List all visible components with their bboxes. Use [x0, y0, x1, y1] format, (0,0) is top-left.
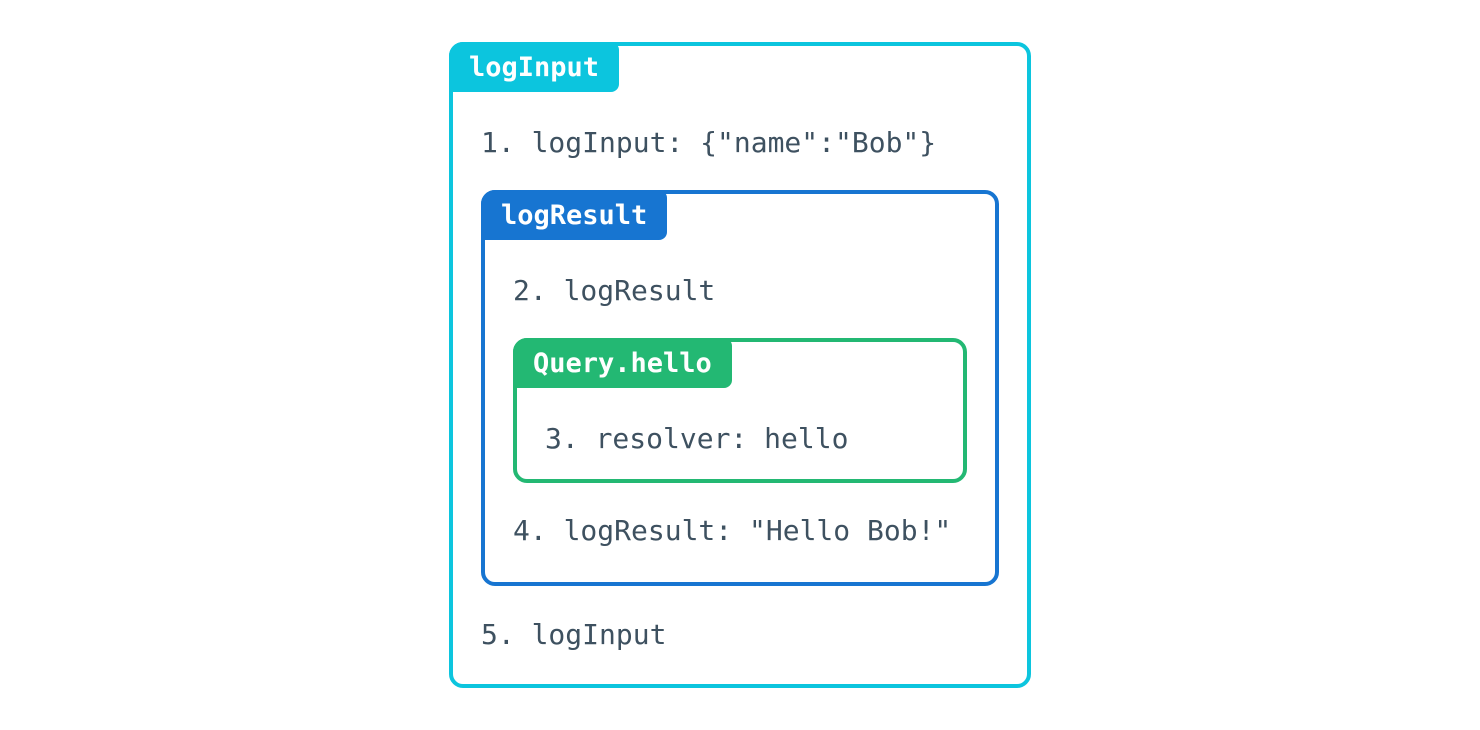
- step-3-resolver: 3. resolver: hello: [545, 422, 849, 455]
- logresult-tab-label: logResult: [481, 190, 668, 240]
- loginput-box: logInput 1. logInput: {"name":"Bob"} log…: [449, 42, 1031, 688]
- step-4-logresult-after: 4. logResult: "Hello Bob!": [513, 514, 952, 547]
- step-2-logresult-before: 2. logResult: [513, 274, 716, 307]
- query-hello-tab-label: Query.hello: [513, 338, 732, 388]
- logresult-box: logResult 2. logResult Query.hello 3. re…: [481, 190, 999, 586]
- step-5-loginput-after: 5. logInput: [481, 618, 667, 651]
- step-1-loginput-before: 1. logInput: {"name":"Bob"}: [481, 126, 937, 159]
- loginput-tab-label: logInput: [449, 42, 620, 92]
- query-hello-box: Query.hello 3. resolver: hello: [513, 338, 967, 483]
